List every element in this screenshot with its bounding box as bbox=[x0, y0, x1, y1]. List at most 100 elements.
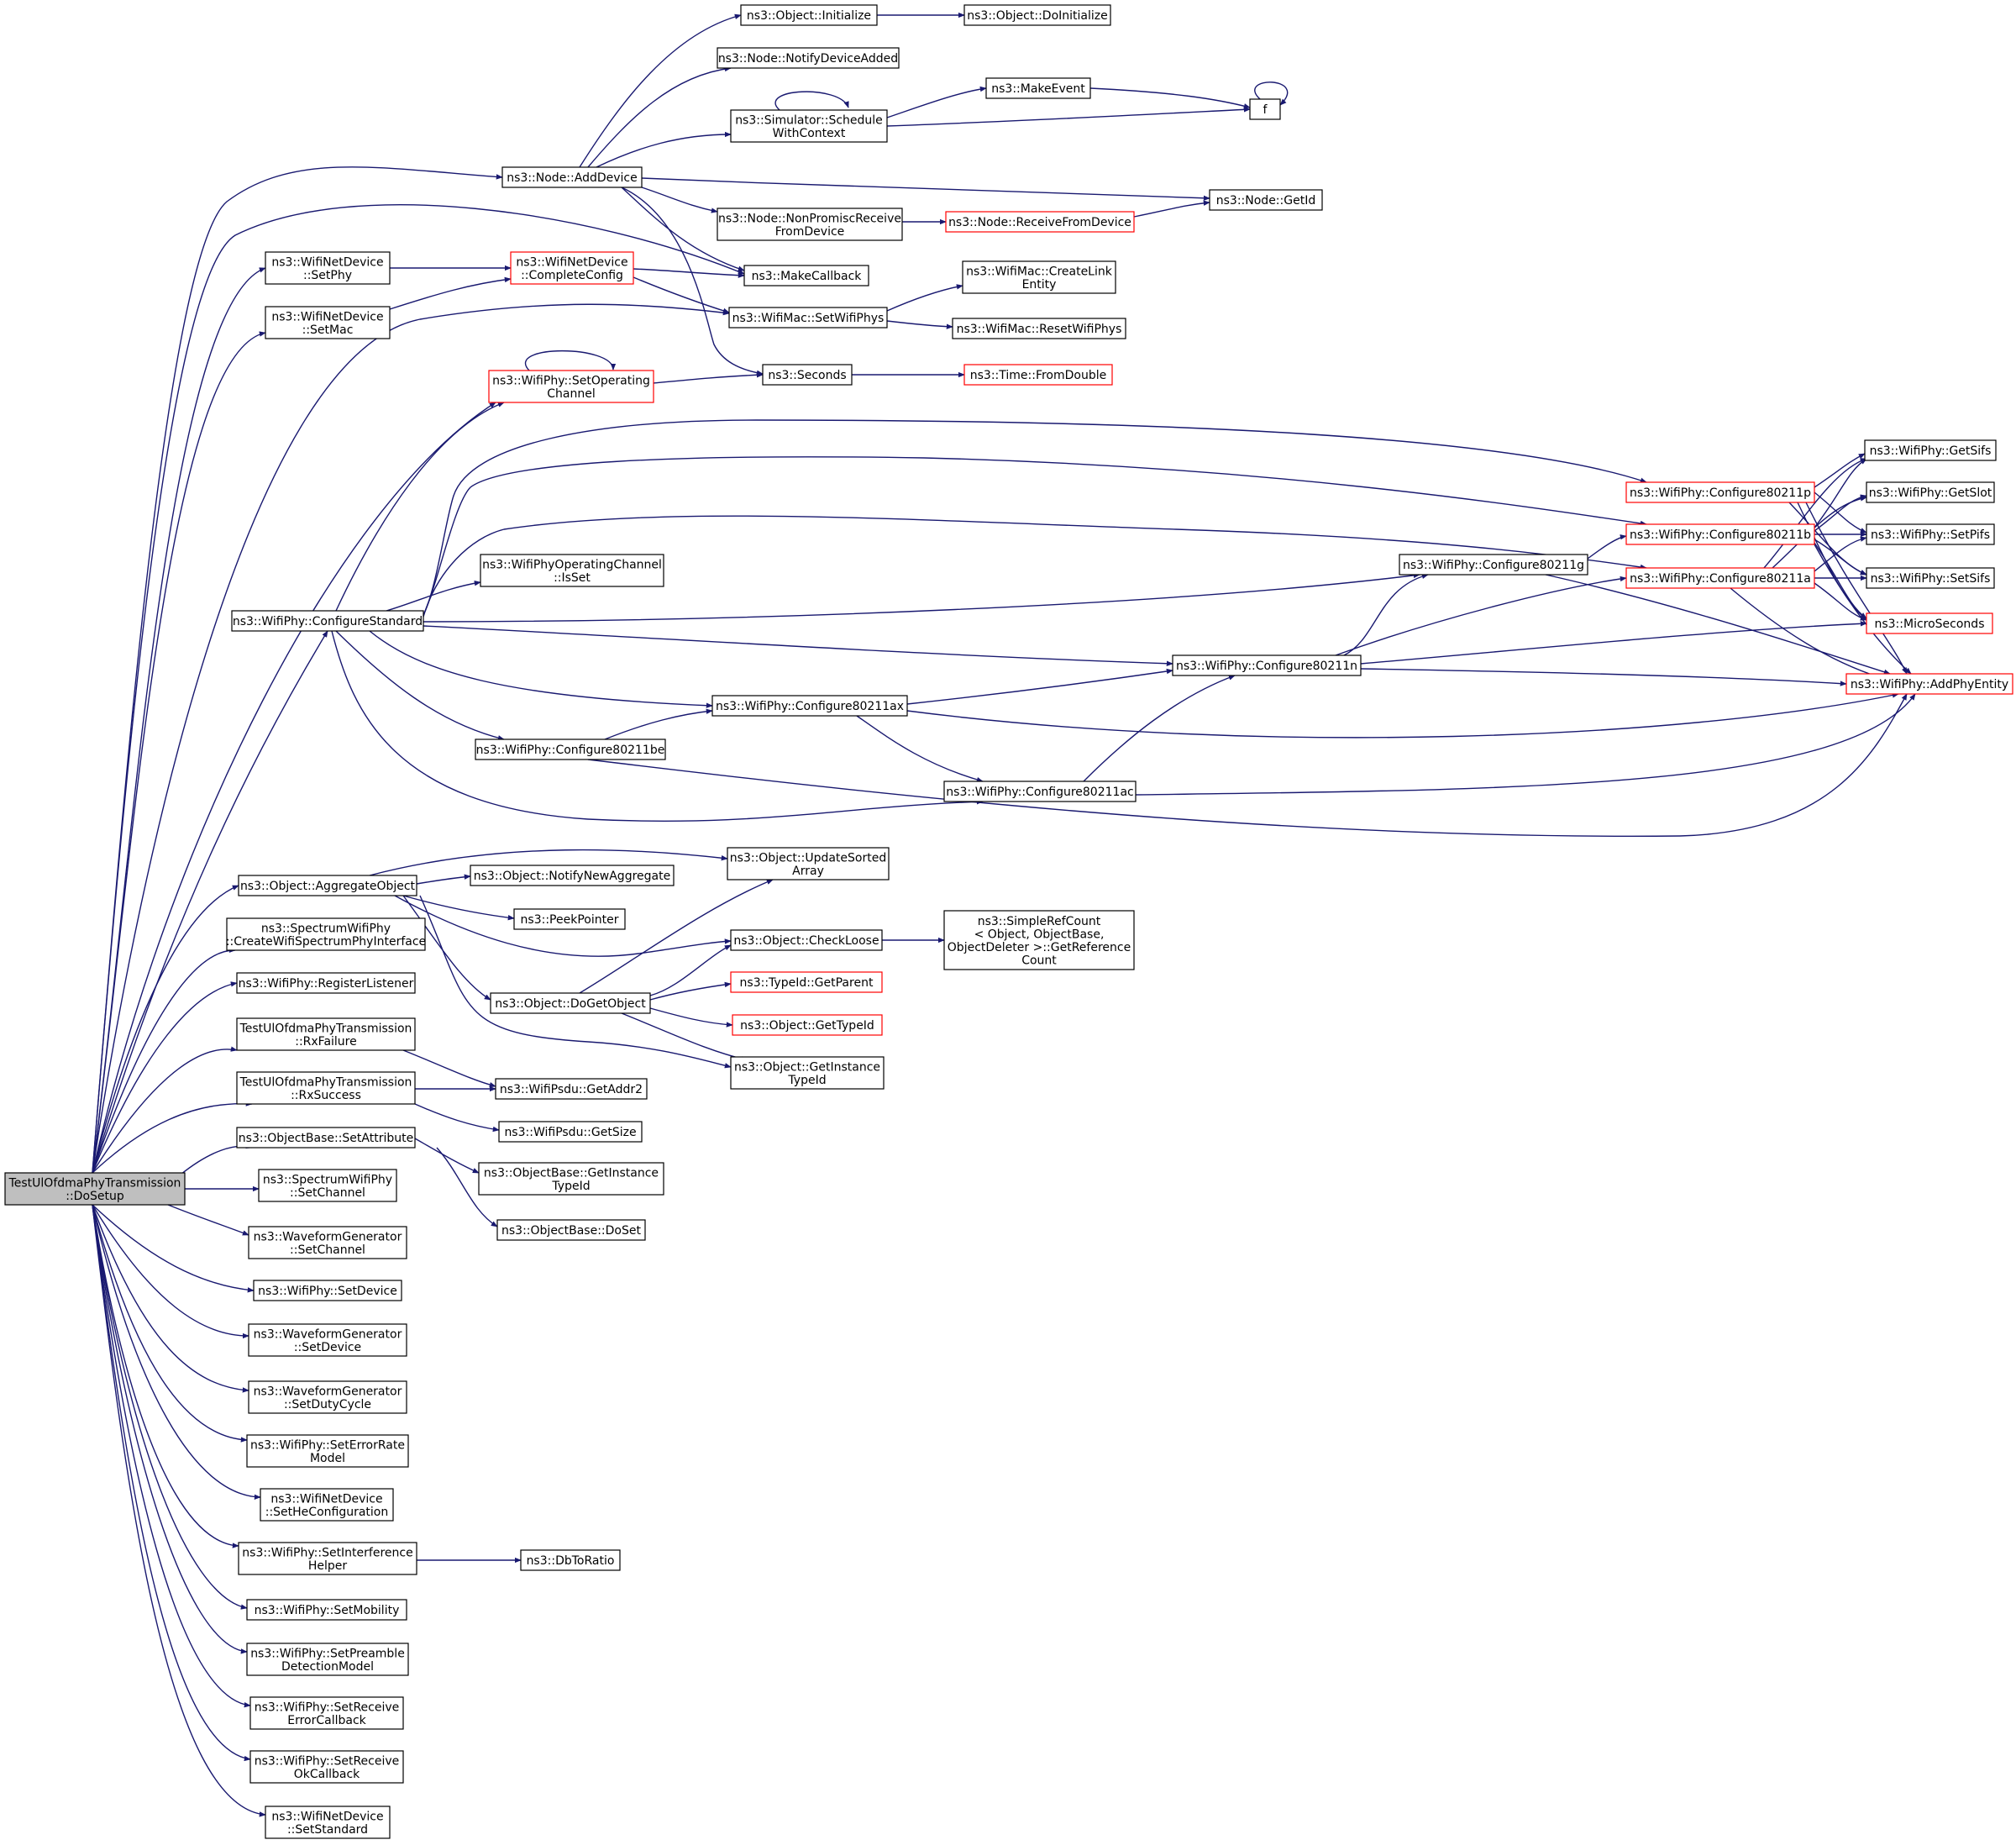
node-getSifs[interactable]: ns3::WifiPhy::GetSifs bbox=[1864, 439, 1997, 461]
node-getAddr2[interactable]: ns3::WifiPsdu::GetAddr2 bbox=[495, 1078, 648, 1100]
node-isSet[interactable]: ns3::WifiPhyOperatingChannel::IsSet bbox=[480, 554, 664, 587]
node-box bbox=[952, 318, 1126, 339]
node-notifyNewAgg[interactable]: ns3::Object::NotifyNewAggregate bbox=[470, 865, 675, 886]
node-c11n[interactable]: ns3::WifiPhy::Configure80211n bbox=[1172, 654, 1362, 676]
node-getTypeId[interactable]: ns3::Object::GetTypeId bbox=[732, 1014, 883, 1036]
node-doInitialize[interactable]: ns3::Object::DoInitialize bbox=[963, 4, 1111, 26]
node-completeConfig[interactable]: ns3::WifiNetDevice::CompleteConfig bbox=[510, 251, 634, 285]
node-makeEvent[interactable]: ns3::MakeEvent bbox=[985, 77, 1091, 99]
node-addDevice[interactable]: ns3::Node::AddDevice bbox=[501, 166, 643, 188]
node-seconds[interactable]: ns3::Seconds bbox=[762, 364, 853, 386]
node-setHeConfig[interactable]: ns3::WifiNetDevice::SetHeConfiguration bbox=[260, 1488, 394, 1522]
node-label: ::SetHeConfiguration bbox=[265, 1506, 389, 1519]
node-getId[interactable]: ns3::Node::GetId bbox=[1209, 189, 1323, 211]
node-rxSuccess[interactable]: TestUlOfdmaPhyTransmission::RxSuccess bbox=[236, 1071, 416, 1105]
node-label: ns3::Object::NotifyNewAggregate bbox=[474, 870, 670, 883]
node-setWifiPhys[interactable]: ns3::WifiMac::SetWifiPhys bbox=[728, 307, 888, 329]
node-label: ns3::WifiPhy::GetSifs bbox=[1870, 444, 1992, 458]
edge-c11a-to-getSlot bbox=[1772, 496, 1867, 569]
node-setSifs[interactable]: ns3::WifiPhy::SetSifs bbox=[1866, 567, 1995, 589]
node-registerListener[interactable]: ns3::WifiPhy::RegisterListener bbox=[236, 972, 416, 994]
node-label: Count bbox=[1021, 954, 1057, 967]
node-rxFailure[interactable]: TestUlOfdmaPhyTransmission::RxFailure bbox=[236, 1017, 416, 1051]
node-setStandard[interactable]: ns3::WifiNetDevice::SetStandard bbox=[265, 1806, 391, 1839]
node-f[interactable]: f bbox=[1249, 98, 1281, 120]
node-aggregate[interactable]: ns3::Object::AggregateObject bbox=[238, 875, 417, 896]
node-c11ac[interactable]: ns3::WifiPhy::Configure80211ac bbox=[943, 781, 1137, 802]
call-edges bbox=[92, 12, 1916, 1817]
node-makeCallback[interactable]: ns3::MakeCallback bbox=[743, 265, 869, 286]
node-checkLoose[interactable]: ns3::Object::CheckLoose bbox=[730, 929, 883, 951]
node-label: ns3::Object::CheckLoose bbox=[733, 934, 879, 948]
edge-makeEvent-to-f bbox=[1089, 87, 1251, 109]
node-getSlot[interactable]: ns3::WifiPhy::GetSlot bbox=[1866, 481, 1995, 503]
node-peekPointer[interactable]: ns3::PeekPointer bbox=[513, 908, 626, 930]
node-box bbox=[265, 306, 391, 339]
node-resetWifiPhys[interactable]: ns3::WifiMac::ResetWifiPhys bbox=[952, 318, 1126, 339]
node-setPifs[interactable]: ns3::WifiPhy::SetPifs bbox=[1866, 523, 1995, 545]
node-notifyDeviceAdded[interactable]: ns3::Node::NotifyDeviceAdded bbox=[717, 47, 900, 69]
node-setMobility[interactable]: ns3::WifiPhy::SetMobility bbox=[246, 1599, 407, 1621]
edge-c11b-to-microSeconds bbox=[1814, 542, 1867, 619]
node-label: ::SetDevice bbox=[294, 1341, 361, 1354]
node-wgSetChannel[interactable]: ns3::WaveformGenerator::SetChannel bbox=[248, 1226, 407, 1259]
node-box bbox=[732, 1014, 883, 1036]
node-addPhyEntity[interactable]: ns3::WifiPhy::AddPhyEntity bbox=[1845, 673, 2013, 695]
node-receiveFromDevice[interactable]: ns3::Node::ReceiveFromDevice bbox=[945, 211, 1135, 233]
node-microSeconds[interactable]: ns3::MicroSeconds bbox=[1866, 612, 1993, 634]
node-c11a[interactable]: ns3::WifiPhy::Configure80211a bbox=[1625, 567, 1815, 589]
edge-c11p-to-addPhyEntity bbox=[1805, 502, 1908, 675]
edge-setOperating-to-seconds bbox=[653, 372, 764, 384]
node-phySetDevice[interactable]: ns3::WifiPhy::SetDevice bbox=[253, 1280, 402, 1301]
node-doSet[interactable]: ns3::ObjectBase::DoSet bbox=[496, 1219, 646, 1241]
edge-addDevice-to-notifyDeviceAdded bbox=[587, 66, 732, 168]
node-label: ns3::ObjectBase::SetAttribute bbox=[239, 1132, 413, 1145]
node-box bbox=[260, 1488, 394, 1522]
node-label: ns3::WifiPhy::Configure80211b bbox=[1630, 528, 1811, 542]
node-c11be[interactable]: ns3::WifiPhy::Configure80211be bbox=[475, 739, 666, 760]
node-wgSetDevice[interactable]: ns3::WaveformGenerator::SetDevice bbox=[248, 1323, 407, 1357]
edge-root-to-rxSuccess bbox=[92, 1101, 253, 1174]
edge-configureStandard-to-c11ac bbox=[331, 630, 984, 823]
node-doGetObject[interactable]: ns3::Object::DoGetObject bbox=[490, 992, 651, 1014]
node-getParent[interactable]: ns3::TypeId::GetParent bbox=[730, 971, 883, 993]
node-label: ns3::WaveformGenerator bbox=[254, 1327, 402, 1341]
node-label: TypeId bbox=[551, 1180, 590, 1193]
node-dbToRatio[interactable]: ns3::DbToRatio bbox=[520, 1549, 621, 1571]
node-root[interactable]: TestUlOfdmaPhyTransmission::DoSetup bbox=[4, 1172, 186, 1206]
node-spSetChannel[interactable]: ns3::SpectrumWifiPhy::SetChannel bbox=[258, 1169, 397, 1202]
edge-aggregate-to-getInstanceTypeId bbox=[419, 895, 732, 1069]
node-label: ns3::WifiNetDevice bbox=[271, 1810, 383, 1823]
node-initialize[interactable]: ns3::Object::Initialize bbox=[740, 4, 878, 26]
node-box bbox=[258, 1169, 397, 1202]
node-wgSetDuty[interactable]: ns3::WaveformGenerator::SetDutyCycle bbox=[248, 1380, 407, 1414]
node-box bbox=[1399, 554, 1588, 576]
node-setAttribute[interactable]: ns3::ObjectBase::SetAttribute bbox=[236, 1127, 416, 1149]
node-netSetMac[interactable]: ns3::WifiNetDevice::SetMac bbox=[265, 306, 391, 339]
node-fromDouble[interactable]: ns3::Time::FromDouble bbox=[963, 364, 1113, 386]
node-c11b[interactable]: ns3::WifiPhy::Configure80211b bbox=[1625, 523, 1815, 545]
node-c11p[interactable]: ns3::WifiPhy::Configure80211p bbox=[1625, 481, 1815, 503]
node-netSetPhy[interactable]: ns3::WifiNetDevice::SetPhy bbox=[265, 251, 391, 285]
node-c11ax[interactable]: ns3::WifiPhy::Configure80211ax bbox=[711, 695, 908, 717]
node-label: ns3::WifiPhy::SetErrorRate bbox=[250, 1438, 405, 1452]
node-box bbox=[1866, 567, 1995, 589]
node-configureStandard[interactable]: ns3::WifiPhy::ConfigureStandard bbox=[231, 610, 424, 632]
node-box bbox=[498, 1121, 643, 1143]
node-getSize[interactable]: ns3::WifiPsdu::GetSize bbox=[498, 1121, 643, 1143]
node-c11g[interactable]: ns3::WifiPhy::Configure80211g bbox=[1399, 554, 1588, 576]
node-createIface[interactable]: ns3::SpectrumWifiPhy::CreateWifiSpectrum… bbox=[226, 917, 426, 951]
node-simpleRef[interactable]: ns3::SimpleRefCount< Object, ObjectBase,… bbox=[943, 910, 1135, 970]
